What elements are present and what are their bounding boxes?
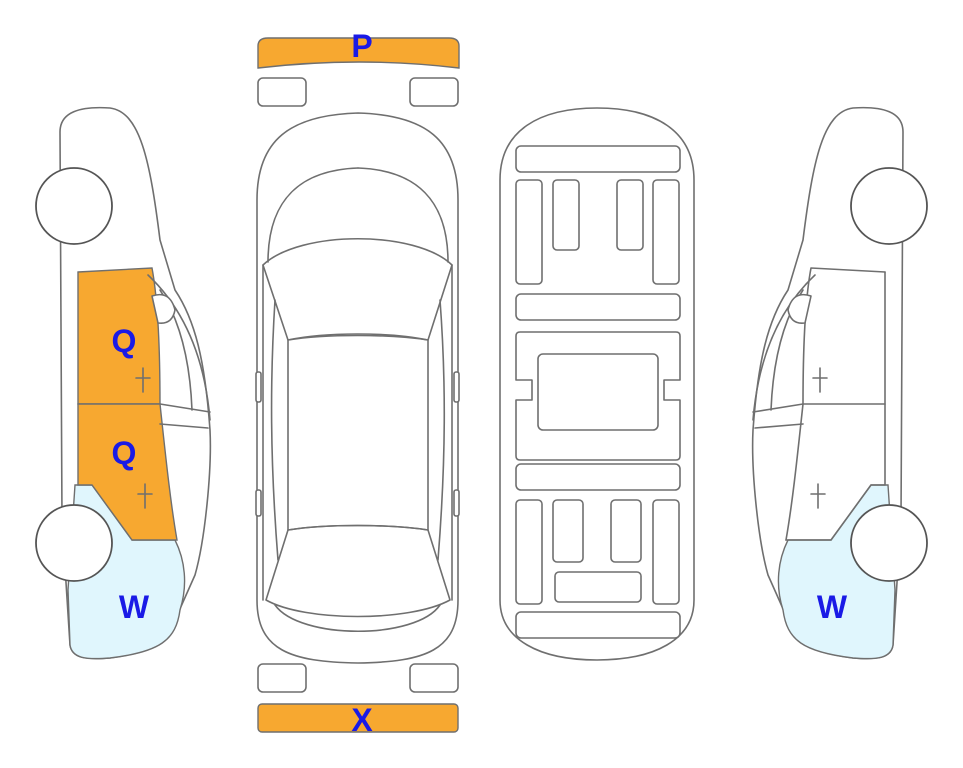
right-belt-line-2 (754, 423, 804, 429)
under-center-plate (537, 353, 659, 431)
left-belt-line-2 (159, 423, 209, 429)
right-windshield-line (752, 274, 816, 421)
top-right-door-line (437, 299, 446, 561)
left-rear-door-label[interactable]: Q (112, 435, 137, 471)
under-crossmember-1 (515, 293, 681, 321)
front-bumper-label: P (351, 28, 372, 64)
right-mirror (787, 293, 812, 325)
top-trunk-line (274, 604, 441, 632)
rear-bumper-panel[interactable]: X (257, 702, 459, 738)
under-front-right-rail (652, 179, 680, 285)
front-bumper-shape (257, 37, 460, 69)
right-rear-handle (810, 483, 826, 509)
top-left-handle (255, 489, 262, 517)
car-right-side-view (751, 106, 928, 660)
under-rear-bar (515, 611, 681, 639)
top-left-mirror (255, 371, 262, 403)
right-rear-quarter-label[interactable]: W (817, 589, 848, 625)
front-right-headlight (409, 77, 459, 107)
left-rear-handle (137, 483, 153, 509)
right-door-edge-line (785, 271, 886, 541)
rear-bumper-shape (257, 703, 459, 733)
right-rear-wheel (850, 504, 928, 582)
under-front-right-inner (616, 179, 644, 251)
left-rear-door-shape (77, 403, 178, 541)
under-rear-center (554, 571, 642, 603)
rear-bumper-label: X (351, 702, 373, 738)
under-rear-right-inner (610, 499, 642, 563)
car-top-view (255, 112, 460, 664)
left-front-handle (135, 367, 151, 393)
under-crossmember-2 (515, 463, 681, 491)
left-windshield-line (147, 274, 211, 421)
top-rear-window (265, 524, 451, 618)
top-right-mirror (453, 371, 460, 403)
under-rear-left-inner (552, 499, 584, 563)
left-mirror (151, 293, 176, 325)
front-left-headlight (257, 77, 307, 107)
rear-left-taillight (257, 663, 307, 693)
car-left-side-view (35, 106, 212, 660)
left-rear-quarter-label[interactable]: W (119, 589, 150, 625)
right-front-wheel (850, 167, 928, 245)
top-hood-line-left (267, 167, 359, 263)
right-belt-line (752, 403, 804, 413)
under-rear-left-rail (515, 499, 543, 605)
top-left-door-line (270, 299, 279, 561)
front-bumper-panel[interactable]: P (257, 28, 460, 69)
car-underside-view (499, 107, 695, 661)
right-door-split-line (785, 403, 886, 541)
under-front-left-rail (515, 179, 543, 285)
left-front-wheel (35, 167, 113, 245)
under-front-bar (515, 145, 681, 173)
left-belt-line (159, 403, 211, 413)
left-rear-wheel (35, 504, 113, 582)
top-body-outline (256, 112, 459, 664)
top-hood-line-right (357, 167, 449, 263)
left-front-door-label[interactable]: Q (112, 323, 137, 359)
top-right-handle (453, 489, 460, 517)
rear-right-taillight (409, 663, 459, 693)
under-rear-right-rail (652, 499, 680, 605)
under-front-left-inner (552, 179, 580, 251)
right-front-handle (812, 367, 828, 393)
